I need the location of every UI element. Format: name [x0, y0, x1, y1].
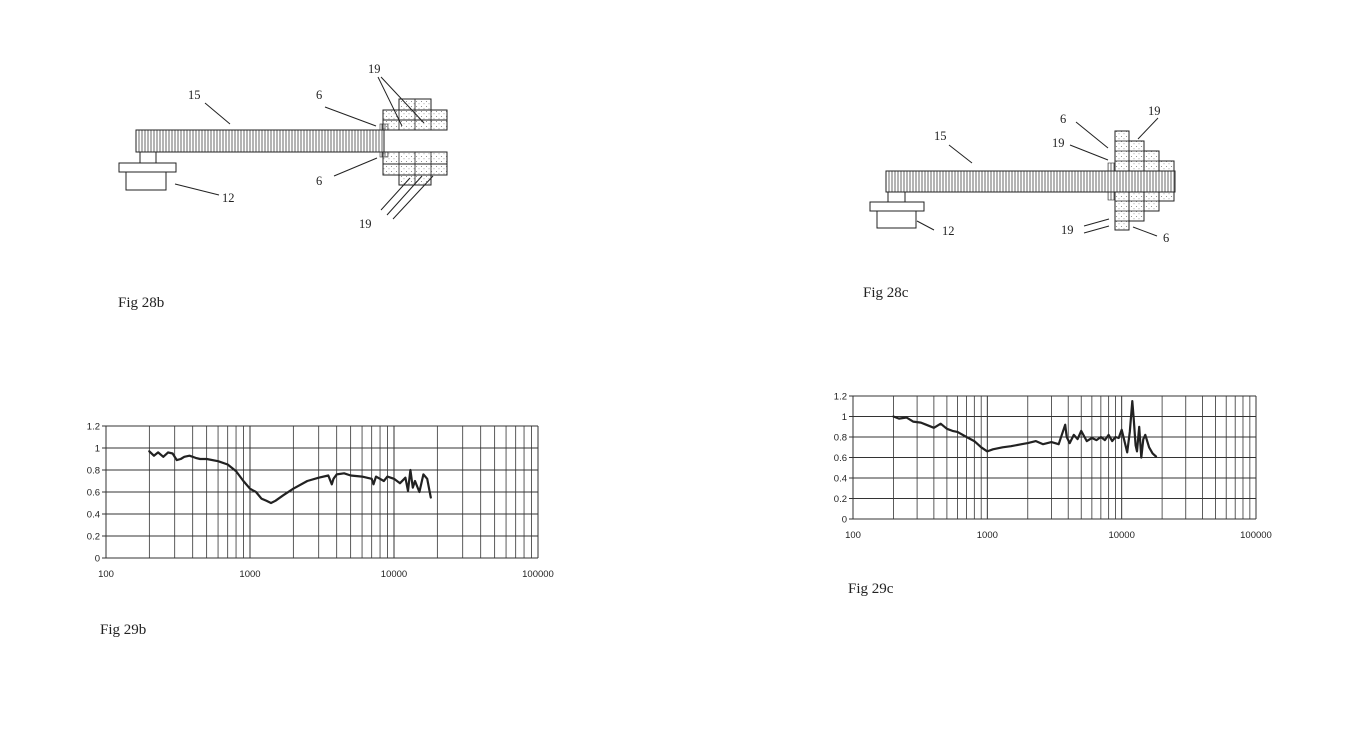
fig29c-series-line — [892, 400, 1158, 459]
fig29c-y-tick-label: 0 — [842, 515, 847, 526]
fig28c-arm — [885, 170, 1176, 193]
fig29c-x-tick-label: 1000 — [977, 530, 998, 541]
fig29b-y-tick-label: 0.2 — [87, 532, 100, 543]
fig29b-caption: Fig 29b — [100, 622, 146, 638]
fig28c-mass-blocks-top — [1114, 130, 1175, 172]
fig28c-ref-insert-top: 6 — [1060, 112, 1066, 126]
fig28c-mass-blocks-bottom — [1114, 191, 1175, 231]
fig29b-y-tick-label: 0.4 — [87, 510, 100, 521]
fig28c-ref-blocks-top-right: 19 — [1148, 104, 1161, 118]
fig29b-horizontal-gridlines — [102, 425, 538, 559]
fig28b-ref-insert-bottom: 6 — [316, 174, 322, 188]
fig28b-ref-blocks-bottom: 19 — [359, 217, 372, 231]
fig28b-base — [118, 152, 177, 191]
fig29b-x-tick-label: 100 — [98, 569, 114, 580]
fig28c-ref-arm: 15 — [934, 129, 947, 143]
fig29c-x-tick-label: 100 — [845, 530, 861, 541]
fig29b-y-tick-label: 0.6 — [87, 488, 100, 499]
fig29b-y-tick-label: 0.8 — [87, 466, 100, 477]
fig28b-arm — [135, 129, 385, 153]
fig28b-mass-blocks-top — [382, 98, 448, 131]
fig29c-y-tick-label: 1.2 — [834, 392, 847, 403]
fig29b-chart: 0 0.2 0.4 0.6 0.8 1 1.2 100 1000 10000 100000 — [87, 422, 554, 581]
fig29c-chart: 0 0.2 0.4 0.6 0.8 1 1.2 100 1000 10000 100000 — [834, 392, 1272, 542]
fig28c-diagram: 15 6 19 19 12 19 6 Fig 28c — [863, 104, 1176, 301]
fig28c-caption: Fig 28c — [863, 285, 909, 301]
fig29b-x-tick-label: 1000 — [239, 569, 260, 580]
fig29c-horizontal-gridlines — [849, 395, 1256, 520]
fig29b-x-tick-label: 100000 — [522, 569, 554, 580]
fig29c-y-tick-label: 0.2 — [834, 494, 847, 505]
fig29c-y-tick-label: 0.6 — [834, 453, 847, 464]
fig29b-x-tick-label: 10000 — [381, 569, 407, 580]
fig29b-series-line — [148, 450, 432, 505]
fig29c-caption: Fig 29c — [848, 581, 894, 597]
fig28c-insert-top — [1107, 162, 1116, 172]
fig28b-leader-lines — [174, 76, 434, 220]
fig28c-ref-insert-bottom: 6 — [1163, 231, 1169, 245]
fig29c-y-tick-label: 0.8 — [834, 433, 847, 444]
fig29c-x-tick-label: 10000 — [1108, 530, 1134, 541]
fig28c-base — [869, 192, 925, 229]
fig28b-diagram: 15 6 6 12 19 19 Fig 28b — [118, 62, 448, 311]
fig28c-insert-bottom — [1107, 191, 1116, 201]
fig29c-x-tick-label: 100000 — [1240, 530, 1272, 541]
fig28c-ref-base: 12 — [942, 224, 955, 238]
fig29b-y-tick-label: 1.2 — [87, 422, 100, 433]
fig28c-ref-blocks-top-left: 19 — [1052, 136, 1065, 150]
fig29b-y-tick-label: 1 — [95, 444, 100, 455]
fig29c-y-tick-label: 1 — [842, 412, 847, 423]
fig28c-ref-blocks-bottom: 19 — [1061, 223, 1074, 237]
fig28b-ref-insert-top: 6 — [316, 88, 322, 102]
fig28b-ref-blocks-top: 19 — [368, 62, 381, 76]
fig29b-y-tick-label: 0 — [95, 554, 100, 565]
fig29c-y-tick-label: 0.4 — [834, 474, 847, 485]
fig28b-ref-arm: 15 — [188, 88, 201, 102]
fig28c-leader-lines — [916, 117, 1159, 237]
fig28b-caption: Fig 28b — [118, 295, 164, 311]
fig28b-mass-blocks-bottom — [382, 151, 448, 186]
fig28b-ref-base: 12 — [222, 191, 235, 205]
